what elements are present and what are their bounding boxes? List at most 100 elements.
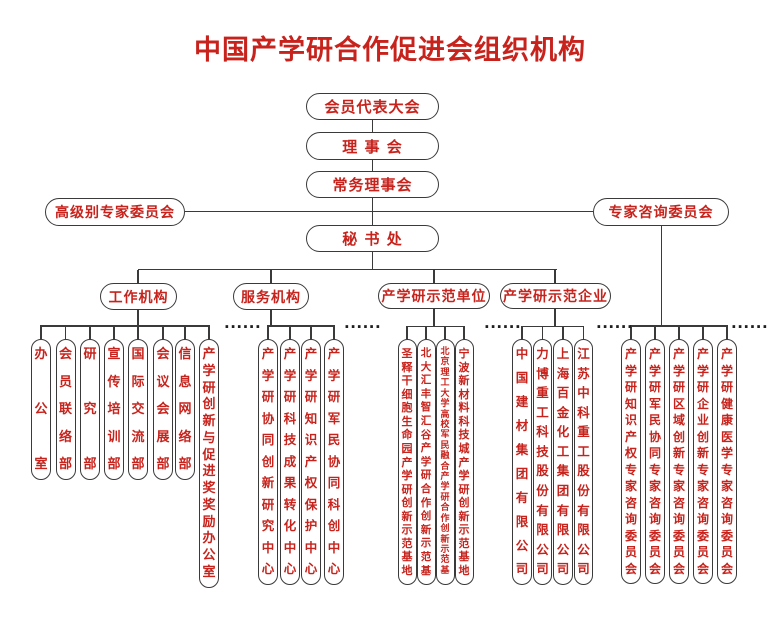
pill-char: 协 (327, 453, 341, 469)
pill-char: 创 (458, 496, 470, 510)
pill-char: 交 (131, 402, 145, 417)
pill-char: 新 (672, 446, 685, 461)
pill-char: 训 (107, 429, 121, 445)
pill-char: 会 (696, 561, 709, 576)
pill-char: 料 (458, 401, 470, 415)
pill-char: 识 (304, 432, 318, 448)
pill-char: 学 (327, 367, 341, 383)
pill-char: 研 (202, 380, 216, 396)
pill-char: 司 (536, 561, 549, 577)
connector-line (406, 325, 465, 328)
pill-char: 新 (420, 523, 432, 536)
pill-char: 产 (261, 346, 275, 361)
pill-char: 创 (401, 496, 413, 510)
pill-char: 公 (577, 541, 590, 557)
org-unit-pill: 研究部 (80, 339, 100, 480)
pill-char: 材 (458, 387, 470, 401)
pill-char: 心 (261, 561, 275, 577)
pill-char: 室 (202, 564, 216, 580)
connector-line (406, 326, 408, 339)
pill-char: 员 (696, 545, 709, 560)
node-senior-expert-committee: 高级别专家委员会 (45, 198, 185, 226)
node-members-assembly: 会员代表大会 (306, 93, 439, 120)
pill-char: 江 (577, 346, 590, 361)
pill-char: 部 (131, 457, 145, 472)
pill-char: 军 (648, 396, 661, 411)
pill-char: 部 (107, 457, 121, 472)
node-expert-advisory-committee: 专家咨询委员会 (593, 198, 729, 226)
pill-char: 学 (202, 363, 216, 379)
pill-char: 园 (401, 441, 413, 455)
pill-char: 大 (440, 388, 450, 399)
pill-char: 研 (83, 347, 97, 362)
pill-char: 产 (202, 347, 216, 362)
pill-char: 公 (515, 537, 529, 553)
pill-char: 学 (720, 446, 733, 461)
pill-char: 咨 (648, 495, 661, 510)
pill-char: 宣 (107, 347, 121, 362)
pill-char: 产 (283, 346, 297, 361)
pill-char: 限 (536, 522, 549, 538)
connector-line (185, 210, 593, 213)
page-title: 中国产学研合作促进会组织机构 (194, 35, 586, 66)
node-secretariat: 秘 书 处 (306, 225, 439, 252)
pill-char: 新 (202, 414, 216, 430)
pill-char: 际 (131, 374, 145, 390)
pill-char: 心 (327, 561, 341, 577)
org-unit-pill: 产学研知识产权保护中心 (301, 339, 321, 585)
pill-char: 大 (420, 360, 432, 373)
connector-line (310, 326, 312, 339)
pill-char: 络 (58, 429, 72, 445)
pill-char: 员 (648, 545, 661, 560)
pill-char: 地 (458, 564, 470, 577)
pill-char: 北 (440, 347, 450, 357)
pill-char: 协 (648, 429, 661, 444)
pill-char: 股 (577, 463, 590, 479)
connector-line (267, 325, 335, 327)
pill-char: 办 (202, 531, 216, 547)
pill-char: 军 (327, 410, 341, 426)
pill-char: 集 (556, 463, 570, 479)
connector-line (137, 326, 139, 339)
ellipsis: ...... (224, 314, 262, 332)
connector-line (289, 326, 291, 339)
pill-char: 股 (536, 463, 549, 479)
pill-char: 建 (515, 393, 529, 409)
pill-char: 励 (202, 514, 216, 530)
pill-char: 生 (401, 414, 413, 428)
pill-char: 限 (556, 522, 570, 538)
pill-char: 研 (304, 389, 318, 405)
connector-line (64, 326, 67, 339)
pill-char: 有 (556, 502, 570, 518)
pill-char: 技 (283, 432, 297, 448)
pill-char: 示 (401, 523, 413, 537)
pill-char: 办 (34, 347, 48, 362)
pill-char: 示 (420, 537, 432, 550)
org-unit-pill: 江苏中科重工股份有限公司 (573, 339, 594, 585)
pill-char: 北 (420, 347, 432, 359)
pill-char: 学 (624, 363, 637, 378)
pill-char: 学 (440, 482, 450, 493)
pill-char: 基 (440, 565, 450, 576)
pill-char: 上 (556, 346, 570, 361)
pill-char: 学 (648, 363, 661, 378)
pill-char: 展 (156, 429, 170, 445)
connector-line (433, 309, 435, 327)
pill-char: 知 (624, 396, 637, 411)
pill-char: 产 (420, 442, 432, 455)
pill-char: 研 (624, 380, 637, 395)
connector-line (40, 325, 210, 327)
pill-char: 员 (58, 374, 72, 390)
pill-char: 研 (720, 380, 733, 395)
pill-char: 权 (304, 475, 318, 491)
connector-line (678, 326, 680, 339)
pill-char: 询 (648, 512, 661, 527)
pill-char: 成 (283, 453, 297, 469)
org-unit-pill: 力博重工科技股份有限公司 (532, 339, 553, 585)
connector-line (270, 310, 272, 326)
pill-char: 专 (648, 462, 661, 477)
org-unit-pill: 上海百金化工集团有限公司 (553, 339, 573, 585)
pill-char: 产 (327, 346, 341, 361)
pill-char: 团 (515, 465, 529, 481)
org-unit-pill: 产学研知识产权专家咨询委员会 (621, 339, 641, 584)
